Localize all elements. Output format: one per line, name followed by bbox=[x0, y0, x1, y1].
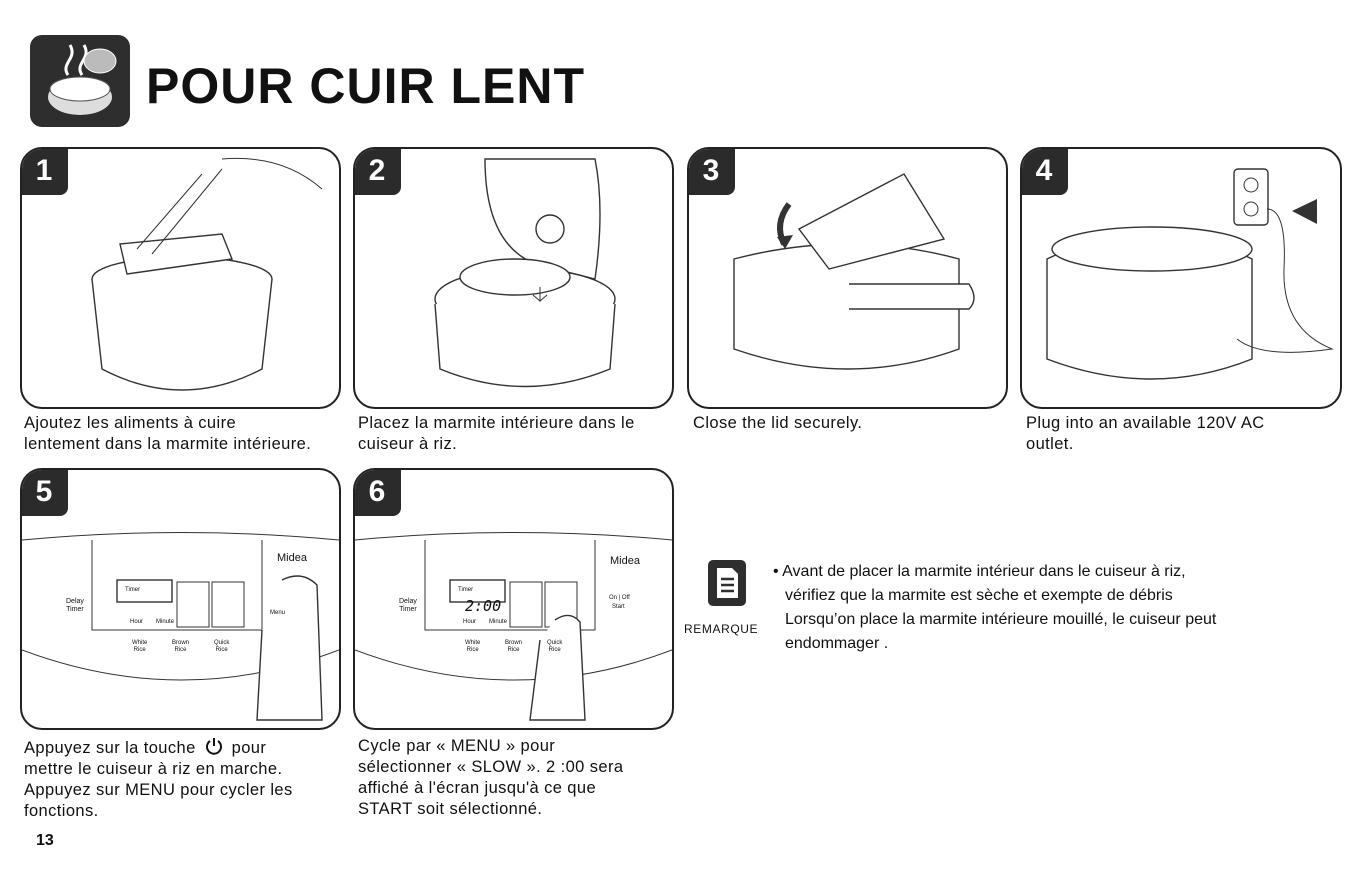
inner-pot-placement-illustration bbox=[355, 149, 672, 407]
quick-rice-label: Quick Rice bbox=[214, 640, 229, 654]
timer-label: Timer bbox=[458, 587, 473, 593]
brown-rice-label: Brown Rice bbox=[172, 640, 189, 654]
hour-label: Hour bbox=[463, 619, 476, 625]
step-5-badge: 5 bbox=[20, 468, 68, 516]
delay-timer-label: Delay Timer bbox=[66, 598, 84, 614]
step-4-badge: 4 bbox=[1020, 147, 1068, 195]
brand-logo: Midea bbox=[277, 552, 307, 564]
step-4-caption: Plug into an available 120V AC outlet. bbox=[1026, 413, 1346, 455]
step-1-panel: 1 bbox=[20, 147, 341, 409]
menu-button[interactable]: Menu bbox=[270, 610, 285, 616]
delay-timer-label: Delay Timer bbox=[399, 598, 417, 614]
slow-cooker-icon bbox=[30, 35, 130, 127]
step-1-badge: 1 bbox=[20, 147, 68, 195]
brown-rice-label: Brown Rice bbox=[505, 640, 522, 654]
step-3-badge: 3 bbox=[687, 147, 735, 195]
pot-with-food-illustration bbox=[22, 149, 339, 407]
display-time: 2:00 bbox=[465, 597, 501, 615]
step-6-badge: 6 bbox=[353, 468, 401, 516]
white-rice-label: White Rice bbox=[132, 640, 147, 654]
hour-label: Hour bbox=[130, 619, 143, 625]
step-4-panel: 4 bbox=[1020, 147, 1342, 409]
step-2-caption: Placez la marmite intérieure dans le cui… bbox=[358, 413, 678, 455]
note-label: REMARQUE bbox=[684, 622, 758, 636]
minute-label: Minute bbox=[156, 619, 174, 625]
step-1-caption: Ajoutez les aliments à cuire lentement d… bbox=[24, 413, 344, 455]
step-6-panel: 6 Midea Delay Timer Timer 2:00 Hour Minu… bbox=[353, 468, 674, 730]
quick-rice-label: Quick Rice bbox=[547, 640, 562, 654]
step-5-caption: Appuyez sur la touche pour mettre le cui… bbox=[24, 736, 349, 822]
close-lid-illustration bbox=[689, 149, 1006, 407]
plug-in-illustration bbox=[1022, 149, 1340, 407]
minute-label: Minute bbox=[489, 619, 507, 625]
white-rice-label: White Rice bbox=[465, 640, 480, 654]
power-icon bbox=[204, 736, 224, 756]
page-title: POUR CUIR LENT bbox=[146, 56, 585, 116]
page-number: 13 bbox=[36, 832, 54, 850]
step-2-panel: 2 bbox=[353, 147, 674, 409]
timer-label: Timer bbox=[125, 587, 140, 593]
step-3-caption: Close the lid securely. bbox=[693, 413, 1013, 434]
step-6-caption: Cycle par « MENU » pour sélectionner « S… bbox=[358, 736, 683, 820]
start-label: Start bbox=[612, 604, 625, 610]
note-document-icon bbox=[708, 560, 746, 606]
note-text: • Avant de placer la marmite intérieur d… bbox=[773, 560, 1293, 656]
step-5-panel: 5 Midea Delay Timer Timer Hour Minute Me… bbox=[20, 468, 341, 730]
on-off-label: On | Off bbox=[609, 595, 630, 601]
brand-logo: Midea bbox=[610, 555, 640, 567]
step-3-panel: 3 bbox=[687, 147, 1008, 409]
step-2-badge: 2 bbox=[353, 147, 401, 195]
